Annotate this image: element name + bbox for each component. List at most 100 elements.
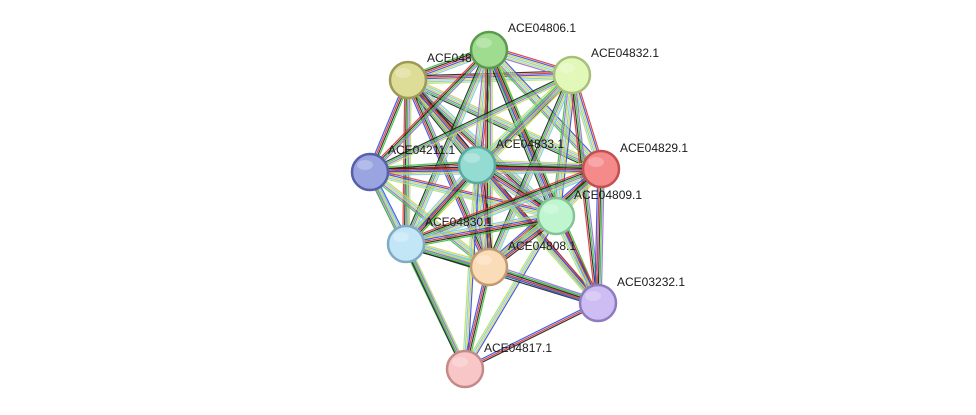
edge-line <box>370 75 573 174</box>
edge-line <box>464 301 598 369</box>
edge-line <box>404 244 465 370</box>
edge-line <box>404 166 601 243</box>
node-circle[interactable] <box>445 349 485 389</box>
edge-line <box>403 244 464 371</box>
node-circle[interactable] <box>578 283 618 323</box>
edge-ACE04833.1-ACE04829.1 <box>476 159 602 175</box>
edge-line <box>407 242 468 369</box>
edge-line <box>465 216 558 370</box>
edge-line <box>406 169 602 246</box>
edge-line <box>465 303 599 371</box>
edge-line <box>477 161 602 167</box>
edge-line <box>408 78 602 169</box>
edge-line <box>477 162 602 169</box>
node-ACE04830.1[interactable]: ACE04830.1 <box>386 215 493 264</box>
node-ACE04833.1[interactable]: ACE04833.1 <box>457 137 564 185</box>
edge-line <box>402 79 406 244</box>
node-ACE04808.1[interactable]: ACE04808.1 <box>469 239 576 287</box>
edge-line <box>462 214 555 369</box>
node-ACE04211.1[interactable]: ACE04211.1 <box>350 143 455 192</box>
node-circle[interactable] <box>536 196 576 236</box>
node-circle[interactable] <box>388 60 428 100</box>
node-label: ACE04817.1 <box>484 341 552 355</box>
node-circle[interactable] <box>469 247 509 287</box>
edge-line <box>408 51 493 246</box>
edge-line <box>463 215 556 369</box>
edge-line <box>406 217 557 247</box>
edge-line <box>370 168 557 214</box>
edge-line <box>405 167 601 244</box>
node-highlight <box>476 255 492 265</box>
node-label: ACE048 <box>427 51 472 65</box>
edge-ACE04806.1-ACE04211.1 <box>367 47 492 175</box>
node-circle[interactable] <box>581 149 621 189</box>
node-highlight <box>393 232 409 242</box>
edge-line <box>403 79 408 244</box>
edge-line <box>370 169 557 216</box>
node-ACE04829.1[interactable]: ACE04829.1 <box>581 141 688 189</box>
edge-line <box>404 164 600 241</box>
node-circle[interactable] <box>350 152 390 192</box>
node-label: ACE04809.1 <box>574 188 642 202</box>
edge-line <box>369 174 556 220</box>
edge-line <box>476 165 601 172</box>
edge-line <box>554 74 572 216</box>
node-label: ACE04211.1 <box>388 143 455 157</box>
node-highlight <box>543 204 559 214</box>
edge-line <box>475 165 598 305</box>
edge-ACE04211.1-ACE04809.1 <box>369 168 557 220</box>
node-circle[interactable] <box>469 30 509 70</box>
edge-line <box>370 76 574 175</box>
edge-ACE03232.1-ACE04817.1 <box>464 301 599 371</box>
edge-line <box>405 213 556 243</box>
edge-ACE04809.1-ACE04817.1 <box>462 214 559 371</box>
edge-line <box>406 219 557 249</box>
edge-line <box>402 48 487 243</box>
node-ACE03232.1[interactable]: ACE03232.1 <box>578 275 685 323</box>
edge-line <box>476 167 601 173</box>
edge-line <box>487 269 598 307</box>
node-circle[interactable] <box>552 55 592 95</box>
edge-line <box>489 263 600 301</box>
edge-ACE04829.1-ACE03232.1 <box>594 168 605 304</box>
edge-line <box>409 77 559 215</box>
edge-line <box>407 70 572 77</box>
edge-line <box>597 168 602 304</box>
edge-line <box>367 47 488 171</box>
edge-line <box>409 75 603 166</box>
edge-line <box>477 163 600 303</box>
node-label: ACE04806.1 <box>508 21 576 35</box>
edge-line <box>477 159 602 165</box>
node-highlight <box>585 291 601 301</box>
edge-line <box>371 51 492 175</box>
node-ACE04832.1[interactable]: ACE04832.1 <box>552 46 659 95</box>
node-label: ACE04833.1 <box>496 137 564 151</box>
edge-line <box>553 74 571 216</box>
edge-ACE048-ACE04830.1 <box>402 79 412 245</box>
node-circle[interactable] <box>386 224 426 264</box>
edge-line <box>406 80 411 245</box>
edge-line <box>368 49 489 172</box>
edge-line <box>464 302 599 370</box>
node-ACE04809.1[interactable]: ACE04809.1 <box>536 188 642 236</box>
edge-line <box>594 168 599 303</box>
node-label: ACE03232.1 <box>617 275 685 289</box>
edge-line <box>476 164 602 170</box>
node-highlight <box>476 38 492 48</box>
node-label: ACE04832.1 <box>591 46 659 60</box>
node-ACE048[interactable]: ACE048 <box>388 51 472 100</box>
node-ACE04806.1[interactable]: ACE04806.1 <box>469 21 576 70</box>
edge-line <box>369 73 572 172</box>
edge-line <box>406 216 557 246</box>
node-circle[interactable] <box>457 145 497 185</box>
edge-line <box>491 76 576 269</box>
edge-line <box>600 169 605 304</box>
node-highlight <box>357 160 373 170</box>
node-highlight <box>452 357 468 367</box>
edge-line <box>369 171 557 217</box>
node-label: ACE04830.1 <box>425 215 493 229</box>
edge-line <box>369 172 556 219</box>
node-ACE04817.1[interactable]: ACE04817.1 <box>445 341 552 389</box>
